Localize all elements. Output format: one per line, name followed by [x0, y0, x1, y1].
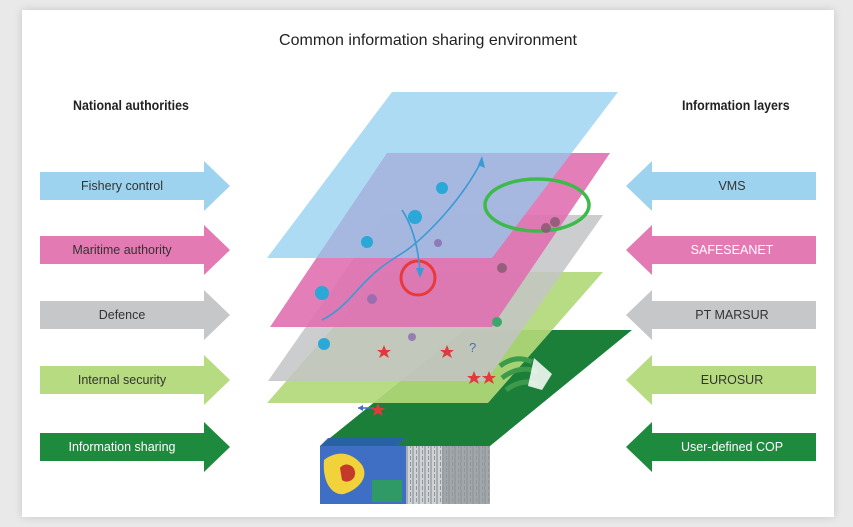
layer-arrow-safeseanet: SAFESEANET	[626, 225, 816, 275]
diagram-title: Common information sharing environment	[279, 32, 577, 49]
authority-arrow-internal-security: Internal security	[40, 355, 230, 405]
arrow-shape	[626, 161, 816, 211]
question-mark: ?	[469, 340, 476, 355]
arrow-label: VMS	[718, 179, 746, 193]
authority-arrow-information-sharing: Information sharing	[40, 422, 230, 472]
arrow-shape	[40, 422, 230, 472]
layer-arrow-vms: VMS	[626, 161, 816, 211]
layer-stack: ?	[267, 92, 632, 504]
arrow-shape	[40, 161, 230, 211]
arrow-label: User-defined COP	[680, 440, 784, 454]
arrow-shape	[626, 422, 816, 472]
vessel-markers	[315, 182, 502, 350]
arrow-label: Information sharing	[68, 440, 176, 454]
arrow-label: Maritime authority	[72, 243, 172, 257]
layer-arrow-user-defined-cop: User-defined COP	[626, 422, 816, 472]
information-layers-header: Information layers	[682, 98, 790, 113]
arrow-shape	[40, 355, 230, 405]
arrow-label: EUROSUR	[700, 373, 764, 387]
arrow-shape	[626, 355, 816, 405]
arrow-label: Defence	[98, 308, 146, 322]
arrow-shape	[40, 225, 230, 275]
incident-markers	[371, 345, 496, 416]
arrow-label: SAFESEANET	[690, 243, 774, 257]
national-authorities-header: National authorities	[73, 98, 189, 113]
fishery-layer	[267, 92, 618, 258]
arrow-label: PT MARSUR	[695, 308, 769, 322]
arrow-shape	[626, 290, 816, 340]
authority-arrow-defence: Defence	[40, 290, 230, 340]
alert-ring	[399, 259, 437, 297]
arrow-label: Fishery control	[81, 179, 163, 193]
arrow-label: Internal security	[77, 373, 167, 387]
authority-arrow-maritime-authority: Maritime authority	[40, 225, 230, 275]
vessel-track	[321, 159, 483, 321]
authority-arrow-fishery-control: Fishery control	[40, 161, 230, 211]
layer-arrow-eurosur: EUROSUR	[626, 355, 816, 405]
diagram-frame: Common information sharing environment N…	[22, 10, 834, 517]
area-of-interest-ring	[483, 177, 591, 233]
arrow-shape	[626, 225, 816, 275]
arrow-shape	[40, 290, 230, 340]
layer-arrow-pt-marsur: PT MARSUR	[626, 290, 816, 340]
